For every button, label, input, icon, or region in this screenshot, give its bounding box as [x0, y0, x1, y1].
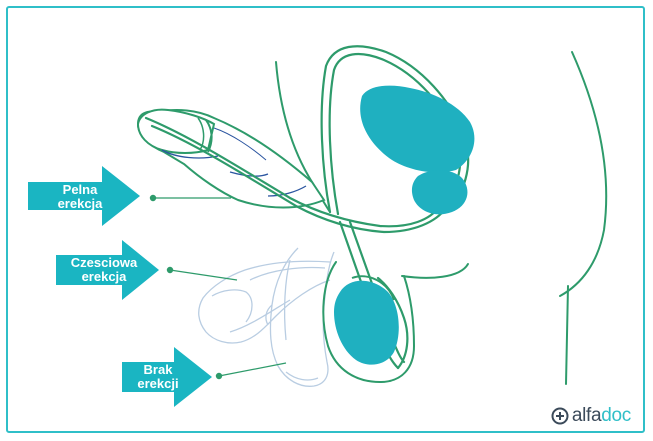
label-full-line1: Pelna: [63, 182, 98, 197]
brand-name: alfadoc: [572, 405, 631, 427]
plus-circle-icon: [551, 407, 569, 425]
label-arrow-partial: Czesciowa erekcja: [56, 240, 159, 300]
label-partial-line2: erekcja: [82, 269, 128, 284]
leader-lines: [149, 194, 287, 380]
brand-suffix: doc: [601, 405, 631, 426]
label-full-line2: erekcja: [58, 196, 104, 211]
testis: [334, 280, 399, 365]
label-none-line1: Brak: [144, 362, 174, 377]
brand-logo: alfadoc: [551, 405, 631, 427]
frame-border: [6, 6, 645, 433]
label-arrow-full: Pelna erekcja: [28, 166, 140, 226]
body-outline: [275, 51, 608, 385]
bladder: [360, 85, 475, 173]
label-none-line2: erekcji: [137, 376, 178, 391]
ghost-outlines: [198, 247, 335, 387]
erect-penis: [136, 108, 326, 209]
label-arrow-none: Brak erekcji: [122, 347, 212, 407]
brand-prefix: alfa: [571, 405, 602, 426]
prostate: [411, 170, 468, 215]
label-partial-line1: Czesciowa: [71, 255, 138, 270]
